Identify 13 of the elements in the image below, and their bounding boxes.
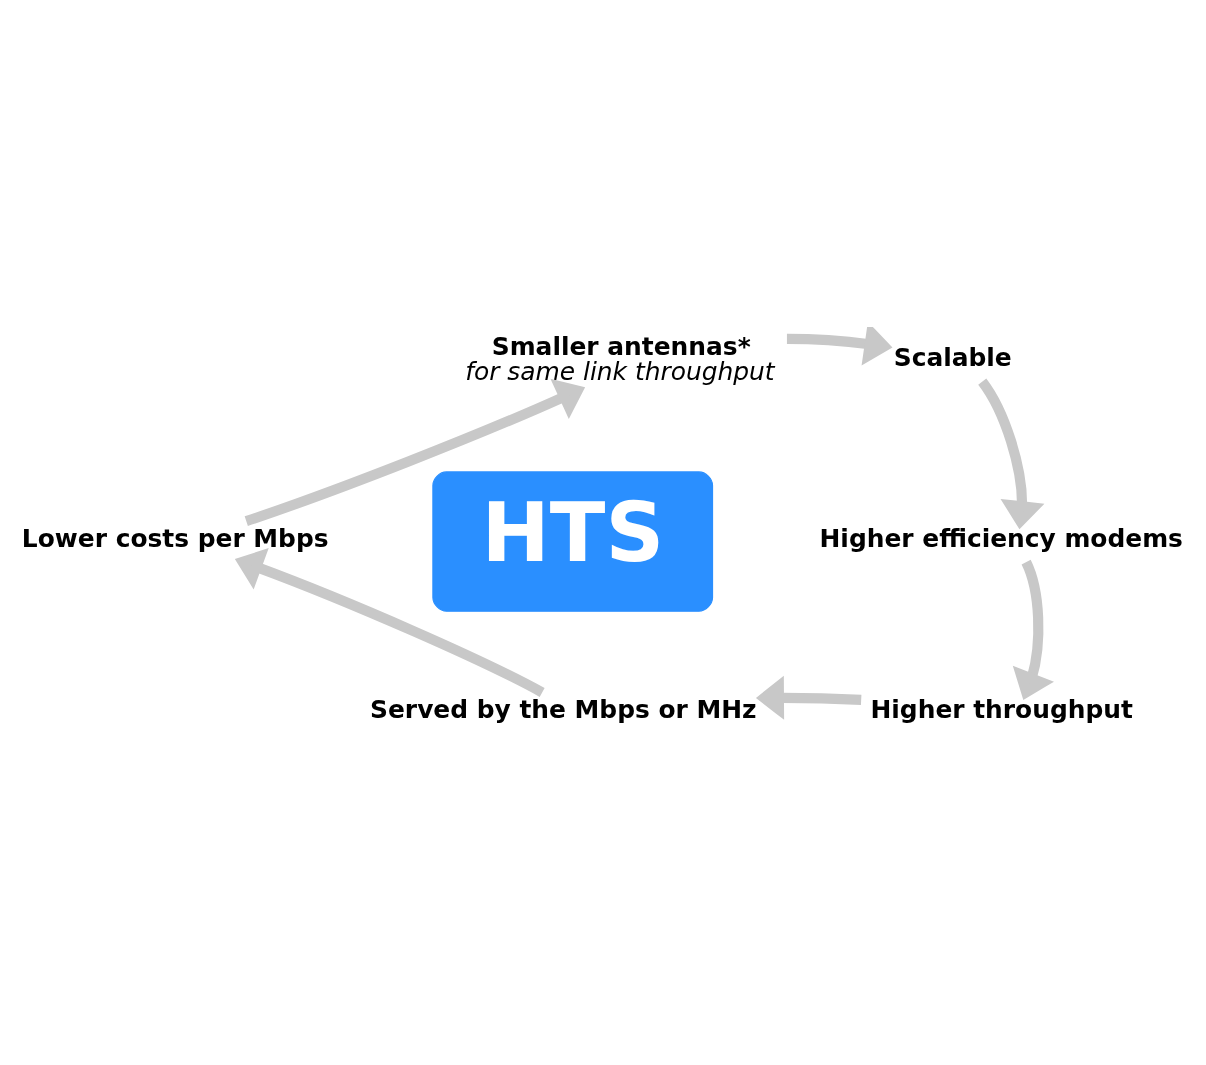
arrow [786, 327, 893, 366]
arrow [234, 547, 545, 697]
node-text: Lower costs per Mbps [21, 523, 329, 553]
node-text: Smaller antennas* for same link throughput [465, 331, 775, 386]
arrow [244, 378, 586, 526]
node-text: Scalable [893, 343, 1012, 373]
arrow [978, 378, 1045, 530]
arrow [755, 675, 862, 720]
node-text: Higher efficiency modems [819, 523, 1183, 553]
node-box: HTS [432, 471, 714, 612]
arrow [1012, 560, 1054, 700]
node-text: Served by the Mbps or MHz [370, 695, 757, 725]
node-text: Higher throughput [870, 695, 1133, 725]
